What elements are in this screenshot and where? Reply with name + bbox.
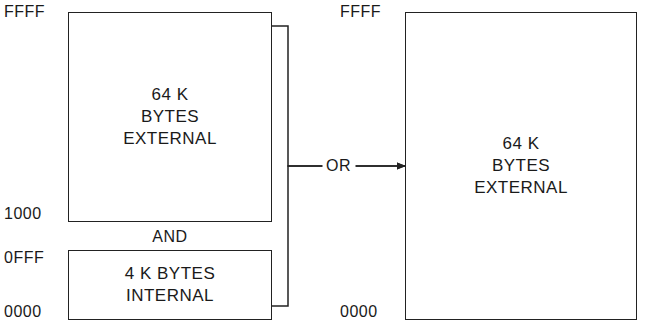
address-label: 0000 [340, 302, 378, 322]
merge-arrow [272, 166, 405, 306]
block-text: 64 K BYTES EXTERNAL [120, 84, 220, 150]
memory-block: 4 K BYTES INTERNAL [68, 250, 272, 320]
edge-label: OR [322, 156, 355, 176]
address-label: 0FFF [4, 248, 44, 268]
address-label: 1000 [4, 204, 42, 224]
address-label: 0000 [4, 302, 42, 322]
block-text: 64 K BYTES EXTERNAL [471, 133, 571, 199]
merge-arrow [272, 26, 405, 166]
address-label: FFFF [340, 2, 381, 22]
address-label: FFFF [4, 2, 45, 22]
block-text: 4 K BYTES INTERNAL [110, 263, 230, 307]
conjunction-label: AND [152, 227, 187, 247]
memory-block: 64 K BYTES EXTERNAL [405, 12, 637, 320]
memory-block: 64 K BYTES EXTERNAL [68, 12, 272, 222]
